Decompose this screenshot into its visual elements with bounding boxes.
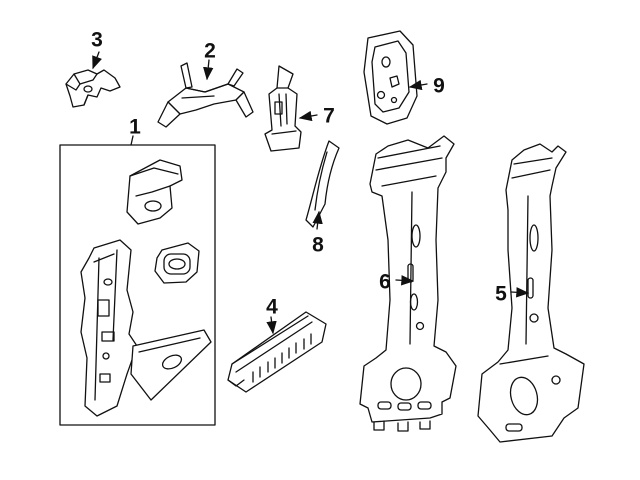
part-1-assembly-drawing [59,144,216,426]
part-8-filler-strip-drawing [305,140,340,228]
callout-number-7[interactable]: 7 [323,104,335,128]
part-5-center-pillar-outer-drawing [477,143,585,443]
callout-number-8[interactable]: 8 [312,233,324,257]
callout-number-2[interactable]: 2 [204,39,216,63]
part-3-bracket-drawing [65,69,121,108]
callout-number-3[interactable]: 3 [91,28,103,52]
callout-number-5[interactable]: 5 [495,282,507,306]
part-1-group-box [59,144,216,426]
callout-number-4[interactable]: 4 [266,295,278,319]
part-9-corner-panel-drawing [363,30,418,125]
callout-number-6[interactable]: 6 [379,270,391,294]
callout-number-1[interactable]: 1 [129,115,141,139]
part-7-reinforcement-drawing [264,65,302,152]
callout-arrows [92,51,530,335]
part-2-brace-drawing [157,62,254,128]
part-6-center-pillar-inner-drawing [359,135,457,432]
part-4-rocker-panel-drawing [227,311,327,393]
callout-number-9[interactable]: 9 [433,74,445,98]
